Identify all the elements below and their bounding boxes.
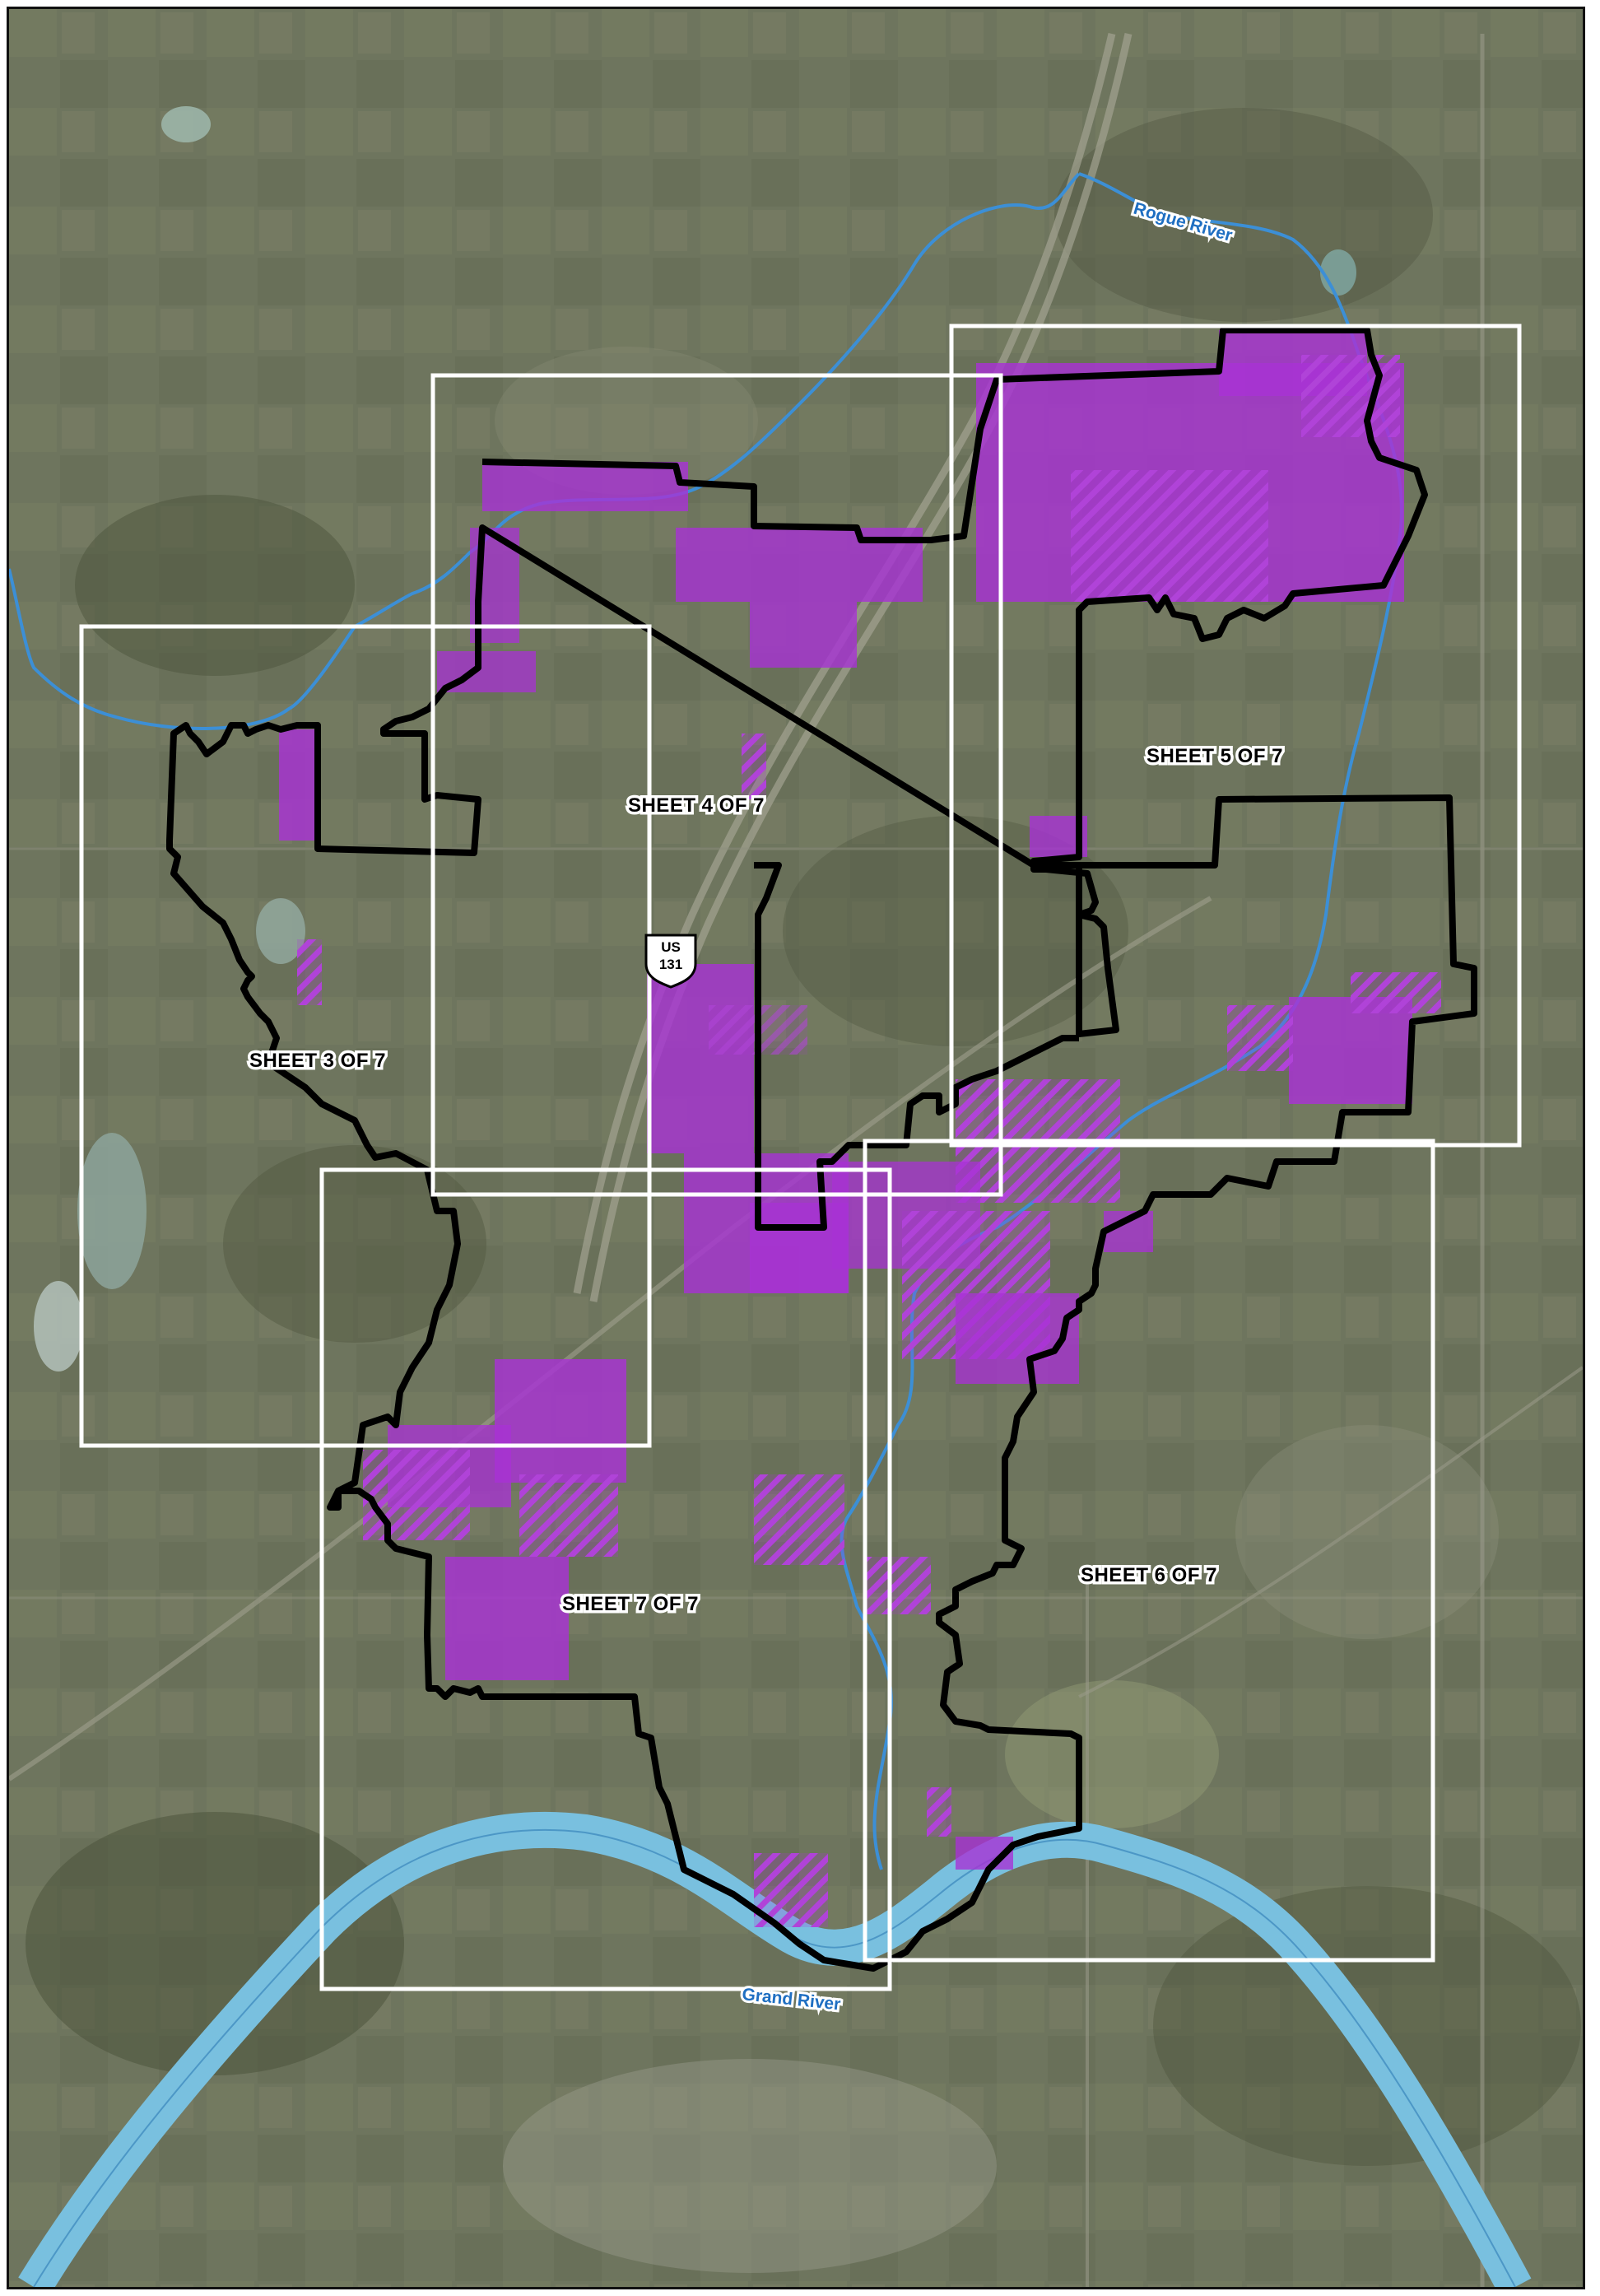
sheet-6-label: SHEET 6 OF 7 xyxy=(1081,1564,1217,1586)
parcel-hatched xyxy=(1301,355,1400,437)
parcel-hatched xyxy=(865,1557,931,1614)
sheet-labels: SHEET 3 OF 7 SHEET 4 OF 7 SHEET 5 OF 7 S… xyxy=(246,743,1286,1618)
map-frame: SHEET 3 OF 7 SHEET 4 OF 7 SHEET 5 OF 7 S… xyxy=(7,7,1585,2289)
sheet-4-frame xyxy=(430,373,1003,1197)
sheet-5-frame xyxy=(949,324,1522,1148)
shield-line-1: US xyxy=(661,939,681,955)
city-boundary[interactable] xyxy=(166,327,1477,1972)
boundary-outline xyxy=(481,327,1428,1037)
parcel-hatched xyxy=(1351,972,1441,1013)
parcel xyxy=(482,462,688,511)
sheet-5-label: SHEET 5 OF 7 xyxy=(1147,745,1283,767)
sheet-4-label: SHEET 4 OF 7 xyxy=(628,794,765,817)
parcel-hatched xyxy=(1071,470,1268,602)
parcel xyxy=(495,1359,626,1483)
sheet-frames[interactable] xyxy=(79,324,1522,1991)
parcel xyxy=(956,1293,1079,1384)
parcel xyxy=(750,602,857,668)
parcel xyxy=(279,729,320,841)
parcel-hatched xyxy=(742,734,766,799)
parcel-hatched xyxy=(1227,1005,1293,1071)
boundary-inner-cutout xyxy=(754,862,1079,1231)
sheet-7-label: SHEET 7 OF 7 xyxy=(562,1593,699,1615)
parcel-hatched xyxy=(363,1450,470,1540)
shield-line-2: 131 xyxy=(659,957,682,972)
boundary-east xyxy=(166,524,1477,1972)
aerial-map[interactable]: SHEET 3 OF 7 SHEET 4 OF 7 SHEET 5 OF 7 S… xyxy=(9,9,1583,2287)
us-131-shield-icon: US 131 xyxy=(644,934,697,989)
parcel xyxy=(1289,997,1412,1104)
parcel-hatched xyxy=(297,939,322,1005)
sheet-6-frame xyxy=(863,1139,1435,1963)
parcel-hatched xyxy=(519,1474,618,1557)
sheet-7-frame xyxy=(319,1167,892,1991)
sheet-3-label: SHEET 3 OF 7 xyxy=(249,1050,386,1072)
parcel-hatched xyxy=(927,1787,951,1837)
parcel-hatched xyxy=(754,1474,844,1565)
parcel xyxy=(647,964,754,1153)
sheet-3-frame xyxy=(79,624,652,1448)
parcel xyxy=(445,1557,569,1680)
grand-river-edge xyxy=(33,1828,1516,2287)
